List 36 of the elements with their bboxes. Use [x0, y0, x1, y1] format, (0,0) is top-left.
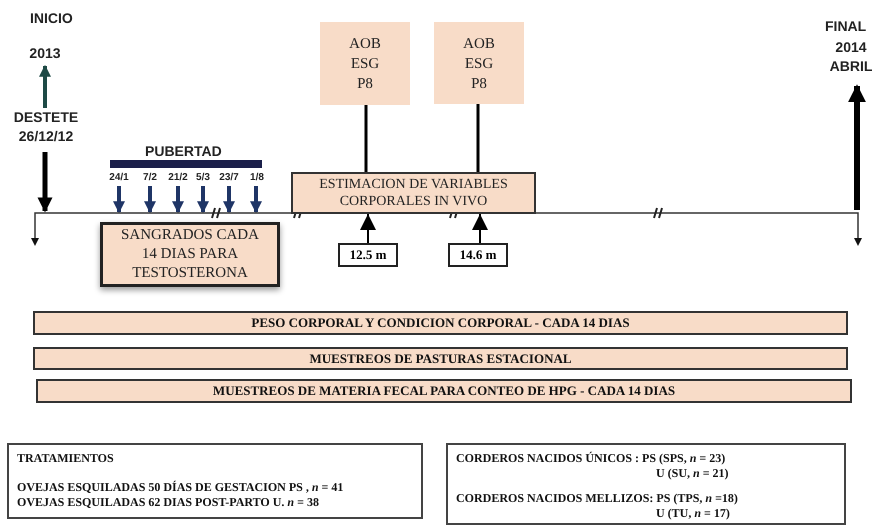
- date-label: 24/1: [104, 172, 134, 186]
- info-panel: CORDEROS NACIDOS ÚNICOS : PS (SPS, n = 23) U (SU, n = 21) CORDEROS NACIDOS MELLIZOS: PS (TPS, n =18) U (TU, n = 17): [446, 443, 846, 525]
- arrow: [472, 214, 488, 243]
- connector-line: [364, 105, 368, 172]
- arrow: [113, 186, 125, 214]
- activity-bar: MUESTREOS DE PASTURAS ESTACIONAL: [33, 347, 848, 370]
- date-label: 21/2: [163, 172, 193, 186]
- section-heading: PUBERTAD: [145, 143, 222, 159]
- process-box: ESTIMACION DE VARIABLES CORPORALES IN VIVO: [291, 172, 536, 214]
- process-box: SANGRADOS CADA 14 DIAS PARA TESTOSTERONA: [100, 222, 280, 287]
- arrow: [223, 186, 235, 214]
- measure-box: AOB ESG P8: [320, 22, 410, 105]
- year-label: 2013: [20, 44, 70, 66]
- heading: INICIO: [30, 10, 73, 26]
- info-panel: TRATAMIENTOS OVEJAS ESQUILADAS 50 DÍAS DE GESTACION PS , n = 41 OVEJAS ESQUILADAS 62 DIAS POST-PARTO U. n = 38: [7, 443, 423, 519]
- connector-line: [476, 104, 480, 172]
- activity-bar: PESO CORPORAL Y CONDICION CORPORAL - CADA 14 DIAS: [33, 311, 848, 335]
- date-label: 7/2: [137, 172, 163, 186]
- event-label: DESTETE 26/12/12: [10, 108, 82, 152]
- age-box: 12.5 m: [338, 243, 398, 267]
- activity-bar: MUESTREOS DE MATERIA FECAL PARA CONTEO DE HPG - CADA 14 DIAS: [36, 379, 852, 403]
- arrow: [197, 186, 209, 214]
- arrow: [39, 64, 51, 108]
- arrow: [250, 186, 262, 214]
- date-label: 23/7: [214, 172, 244, 186]
- arrow: [848, 84, 866, 210]
- date-label: 5/3: [190, 172, 216, 186]
- arrow: [144, 186, 156, 214]
- arrow: [38, 152, 52, 212]
- date-label: 2014 ABRIL: [820, 38, 882, 86]
- arrow: [360, 214, 376, 243]
- age-box: 14.6 m: [448, 243, 508, 267]
- measure-box: AOB ESG P8: [434, 22, 524, 104]
- date-label: 1/8: [244, 172, 270, 186]
- heading: FINAL: [825, 18, 866, 34]
- arrow: [172, 186, 184, 214]
